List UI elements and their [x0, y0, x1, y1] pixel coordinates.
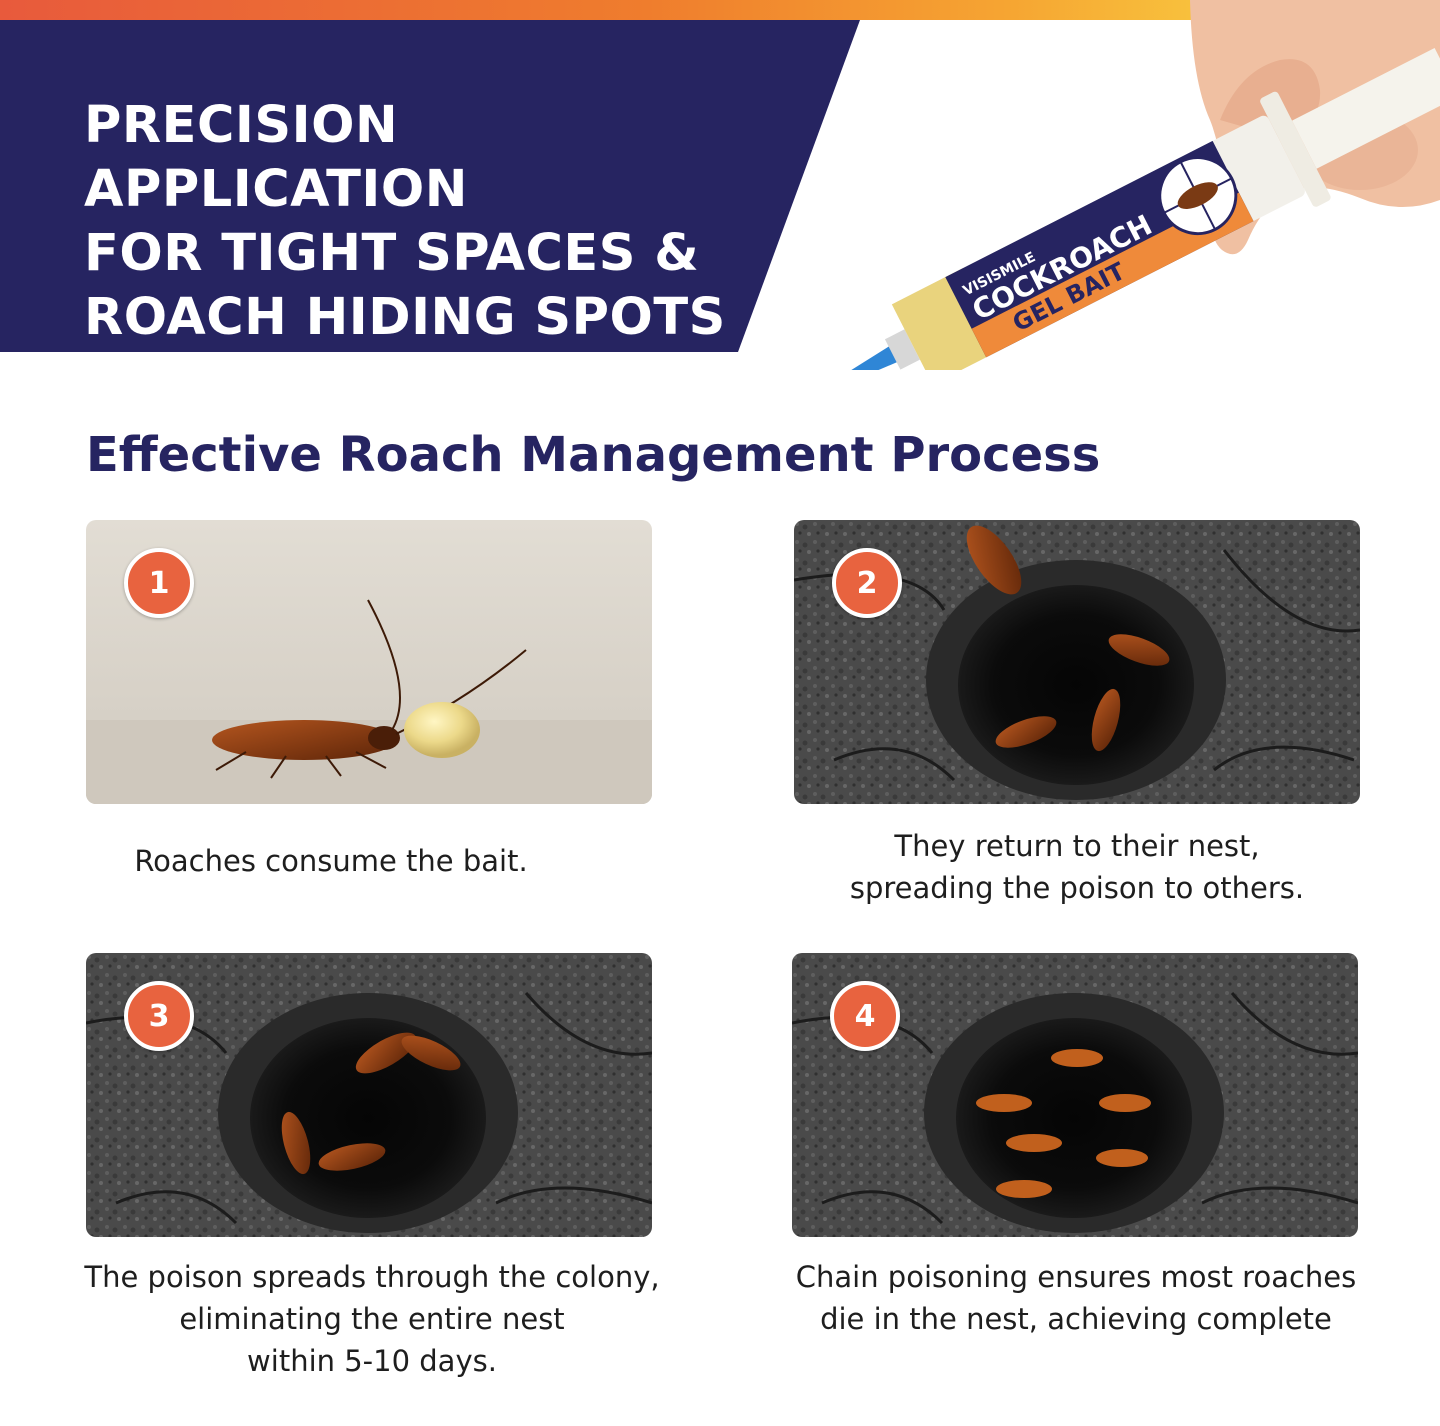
step-1-image: 1	[86, 520, 652, 804]
hero-title-line: ROACH HIDING SPOTS	[84, 288, 726, 347]
roach-illustration	[212, 599, 527, 779]
hero-title: PRECISION APPLICATION FOR TIGHT SPACES &…	[84, 94, 764, 350]
step-number-badge: 2	[832, 548, 902, 618]
hero-banner	[0, 20, 860, 352]
step-1-caption: Roaches consume the bait.	[86, 840, 576, 882]
caption-line: Chain poisoning ensures most roaches	[795, 1260, 1357, 1294]
caption-line: within 5-10 days.	[247, 1344, 497, 1378]
step-number-badge: 1	[124, 548, 194, 618]
section-title: Effective Roach Management Process	[86, 427, 1101, 483]
hero-title-line: FOR TIGHT SPACES &	[84, 224, 700, 283]
step-3-image: 3	[86, 953, 652, 1237]
gel-bait-drop	[404, 702, 480, 758]
product-syringe-image: VISISMILE COCKROACH GEL BAIT	[760, 0, 1440, 406]
caption-line: die in the nest, achieving complete	[820, 1302, 1332, 1336]
step-number-badge: 4	[830, 981, 900, 1051]
caption-line: They return to their nest,	[894, 829, 1260, 863]
step-2-image: 2	[794, 520, 1360, 804]
caption-line: The poison spreads through the colony,	[84, 1260, 660, 1294]
step-number-badge: 3	[124, 981, 194, 1051]
caption-line: Roaches consume the bait.	[134, 844, 528, 878]
step-4-image: 4	[792, 953, 1358, 1237]
step-3-caption: The poison spreads through the colony, e…	[66, 1256, 678, 1382]
caption-line: eliminating the entire nest	[179, 1302, 565, 1336]
top-gradient-bar	[0, 0, 1440, 20]
caption-line: spreading the poison to others.	[849, 871, 1305, 905]
step-2-caption: They return to their nest, spreading the…	[794, 825, 1360, 909]
hero-title-line: PRECISION APPLICATION	[84, 96, 468, 219]
step-4-caption: Chain poisoning ensures most roaches die…	[776, 1256, 1376, 1340]
